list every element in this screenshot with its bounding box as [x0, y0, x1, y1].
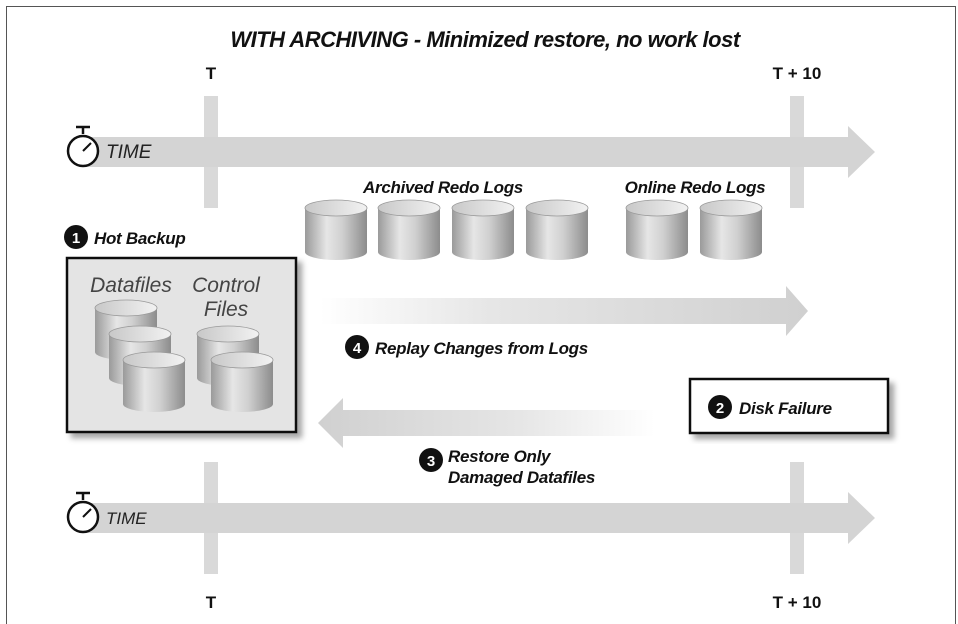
step-2-number: 2 [716, 400, 724, 417]
stopwatch-icon [66, 125, 100, 168]
archived-log-cylinder [525, 199, 589, 260]
replay-label: Replay Changes from Logs [375, 339, 588, 358]
step-1-number: 1 [72, 230, 80, 247]
top-time-arrow [85, 126, 875, 178]
archived-log-cylinder [377, 199, 441, 260]
top-tick-end: T + 10 [773, 64, 822, 83]
top-tick-start: T [206, 64, 217, 83]
step-4-badge [345, 335, 369, 359]
bottom-time-arrow [85, 492, 875, 544]
restore-arrow [318, 398, 655, 448]
diagram-title: WITH ARCHIVING - Minimized restore, no w… [230, 27, 742, 52]
step-2-badge [708, 395, 732, 419]
control-files-label-line1: Control [192, 274, 261, 297]
archived-logs-label: Archived Redo Logs [362, 178, 523, 197]
datafiles-label: Datafiles [90, 274, 172, 297]
step-4-number: 4 [353, 340, 362, 357]
top-time-label: TIME [106, 142, 152, 163]
disk-failure-label: Disk Failure [739, 399, 832, 418]
step-1-badge [64, 225, 88, 249]
restore-label-line1: Restore Only [448, 447, 552, 466]
datafile-cylinder [122, 351, 186, 412]
hot-backup-label: Hot Backup [94, 229, 185, 248]
disk-failure-box [688, 377, 890, 435]
step-3-badge [419, 448, 443, 472]
stopwatch-icon [66, 491, 100, 534]
restore-label-line2: Damaged Datafiles [448, 468, 595, 487]
bottom-time-label: TIME [106, 509, 147, 528]
control-files-label-line2: Files [204, 298, 249, 321]
online-logs-label: Online Redo Logs [625, 178, 766, 197]
control-file-cylinder [210, 351, 274, 412]
step-3-number: 3 [427, 453, 435, 470]
bottom-tick-end: T + 10 [773, 593, 822, 612]
archived-log-cylinder [304, 199, 368, 260]
bottom-tick-start: T [206, 593, 217, 612]
archived-log-cylinder [451, 199, 515, 260]
online-log-cylinder [699, 199, 763, 260]
online-log-cylinder [625, 199, 689, 260]
diagram-frame [6, 6, 956, 624]
replay-arrow [320, 286, 808, 336]
